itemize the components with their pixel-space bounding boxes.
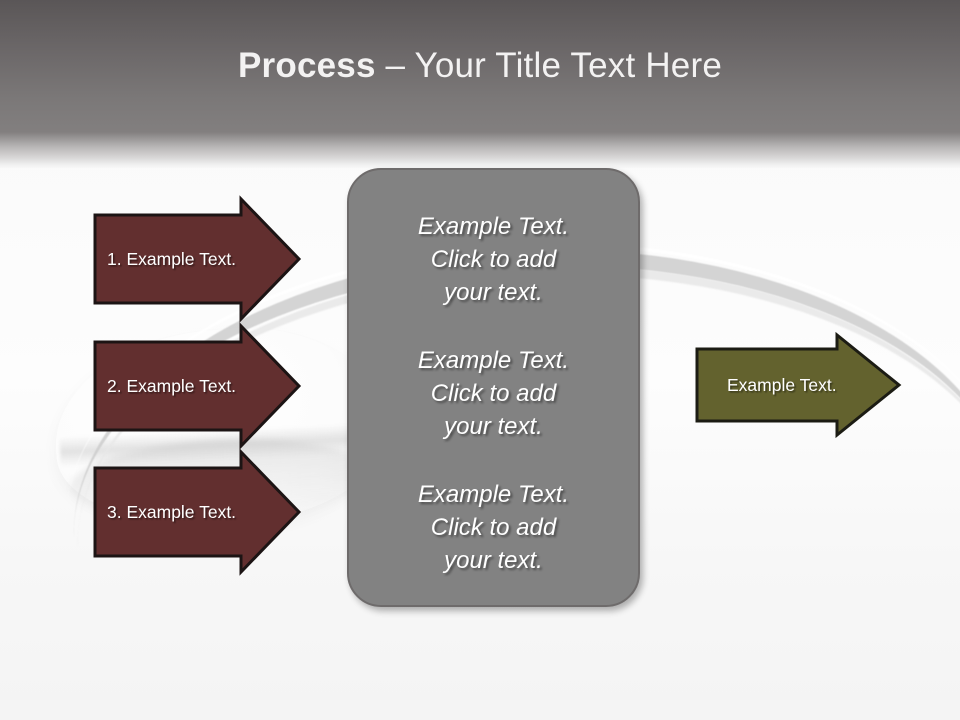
arrow-shape-icon	[93, 195, 302, 323]
arrow-shape-icon	[695, 331, 902, 439]
page-title: Process – Your Title Text Here	[0, 46, 960, 86]
input-arrow-2-label: 2. Example Text.	[107, 375, 237, 396]
input-arrow-3[interactable]: 3. Example Text.	[93, 448, 302, 576]
page-title-strong: Process	[238, 46, 386, 85]
center-content-panel[interactable]: Example Text. Click to add your text. Ex…	[347, 168, 640, 607]
output-arrow-label: Example Text.	[727, 374, 837, 395]
arrow-shape-icon	[93, 448, 302, 576]
arrow-shape-icon	[93, 322, 302, 450]
output-arrow[interactable]: Example Text.	[695, 331, 902, 439]
page-title-rest: – Your Title Text Here	[385, 46, 722, 85]
input-arrow-1-label: 1. Example Text.	[107, 248, 237, 269]
input-arrow-3-label: 3. Example Text.	[107, 501, 237, 522]
panel-text-block-2[interactable]: Example Text. Click to add your text.	[417, 347, 570, 440]
header-fade-band	[0, 132, 960, 168]
panel-text-block-3[interactable]: Example Text. Click to add your text.	[417, 481, 570, 574]
input-arrow-1[interactable]: 1. Example Text.	[93, 195, 302, 323]
input-arrow-2[interactable]: 2. Example Text.	[93, 322, 302, 450]
panel-text-block-1[interactable]: Example Text. Click to add your text.	[417, 213, 570, 306]
header-band	[0, 0, 960, 132]
